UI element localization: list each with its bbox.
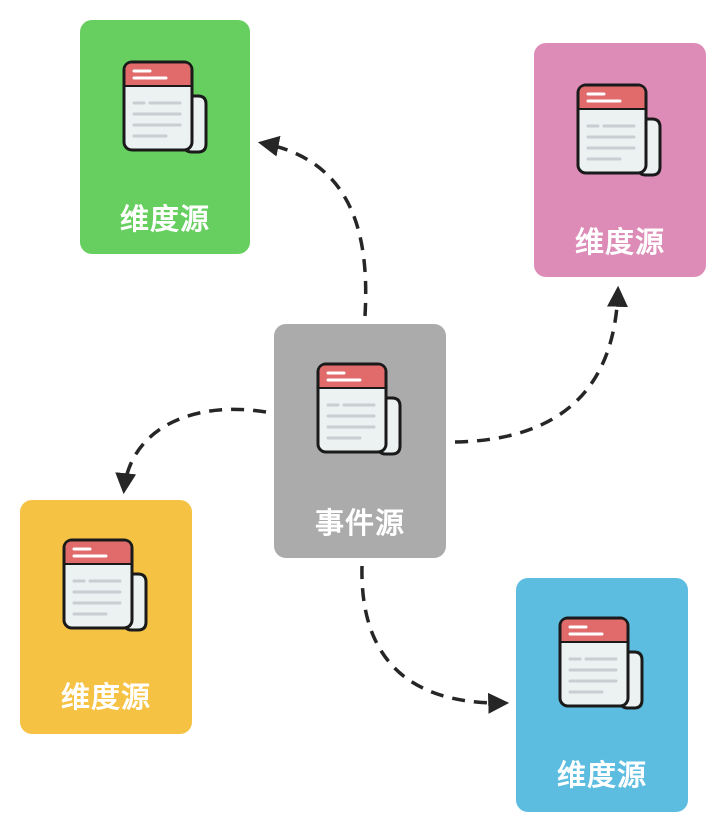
connector-center-to-bottom-right	[360, 565, 510, 714]
dimension-source-node-bottom-left: 维度源	[20, 500, 192, 734]
dimension-source-node-bottom-right: 维度源	[516, 578, 688, 812]
node-label: 维度源	[119, 202, 210, 236]
document-icon	[122, 60, 208, 154]
dimension-source-node-top-right: 维度源	[534, 43, 706, 277]
node-label: 维度源	[60, 680, 151, 714]
document-icon	[558, 616, 644, 710]
connector-center-to-top-left	[257, 135, 368, 317]
document-icon	[62, 538, 148, 632]
document-icon	[576, 83, 662, 177]
dimension-source-node-top-left: 维度源	[80, 20, 250, 254]
connector-center-to-top-right	[454, 285, 628, 444]
node-label: 维度源	[574, 225, 665, 259]
event-source-node-center: 事件源	[274, 324, 446, 558]
node-label: 维度源	[556, 758, 647, 792]
node-label: 事件源	[314, 506, 405, 540]
document-icon	[316, 362, 402, 456]
connector-center-to-bottom-left	[115, 407, 267, 495]
